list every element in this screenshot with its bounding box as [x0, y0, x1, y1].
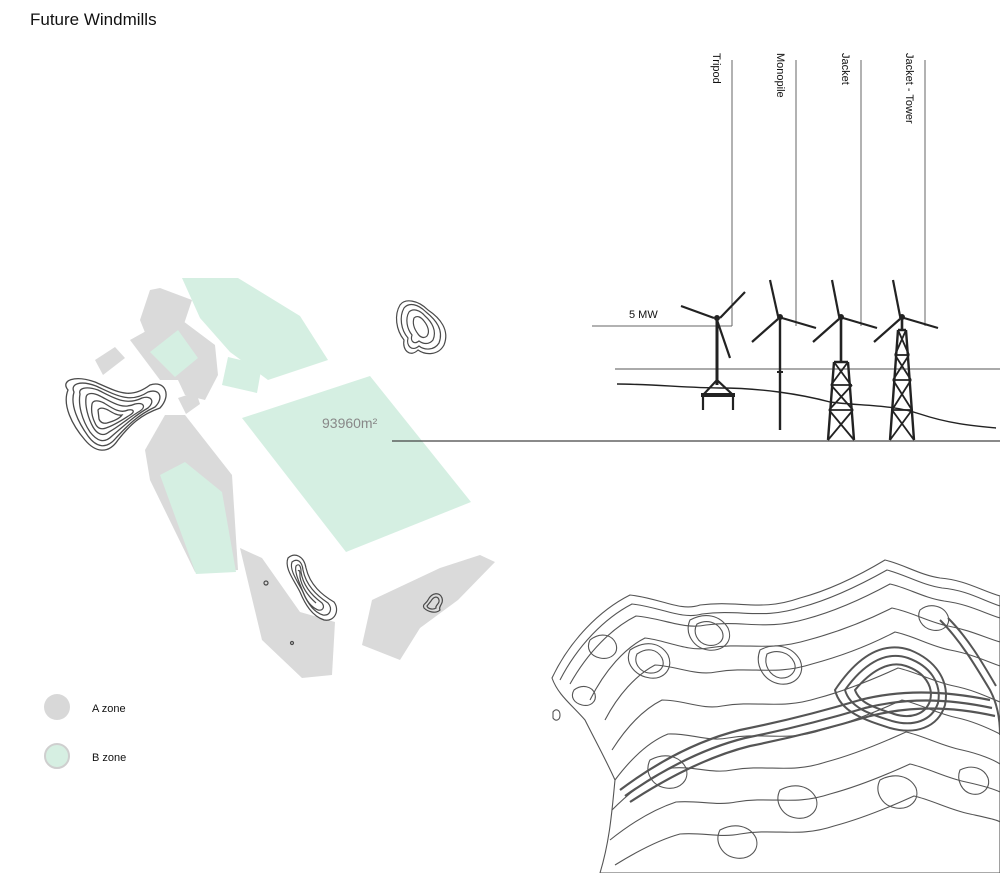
a-zone-south: [240, 548, 335, 678]
seabed-line: [616, 383, 997, 429]
turbine-diagram: [392, 60, 1000, 442]
label-jacket-tower: Jacket - Tower: [903, 53, 915, 124]
turbine-tripod: [680, 291, 746, 410]
turbine-monopile: [751, 279, 817, 430]
island-north: [395, 300, 447, 355]
label-monopile: Monopile: [774, 53, 786, 98]
b-zone-large: [242, 376, 471, 552]
b-zones: [150, 278, 471, 574]
legend: A zone B zone: [44, 694, 126, 769]
island-south: [263, 554, 338, 646]
island-west: [65, 378, 167, 451]
b-zone-west: [160, 462, 236, 574]
label-tripod: Tripod: [710, 53, 722, 84]
label-jacket: Jacket: [839, 53, 851, 85]
turbine-jacket: [812, 279, 878, 441]
b-zone-small-left: [150, 330, 198, 377]
power-label: 5 MW: [629, 309, 658, 321]
a-zone-mid-small: [178, 392, 200, 414]
legend-label-a-zone: A zone: [92, 703, 126, 715]
area-label: 93960m²: [322, 415, 378, 431]
b-zone-north: [182, 278, 328, 380]
legend-label-b-zone: B zone: [92, 752, 126, 764]
island-southeast: [422, 593, 444, 613]
turbine-jacket-tower: [873, 279, 939, 441]
b-zone-small-right: [222, 357, 262, 393]
figure-title: Future Windmills: [30, 10, 157, 29]
legend-swatch-a-zone: [44, 694, 70, 720]
mainland-contour-map: [551, 559, 1000, 873]
legend-swatch-b-zone: [44, 743, 70, 769]
a-zone-northwest-small: [95, 347, 125, 375]
